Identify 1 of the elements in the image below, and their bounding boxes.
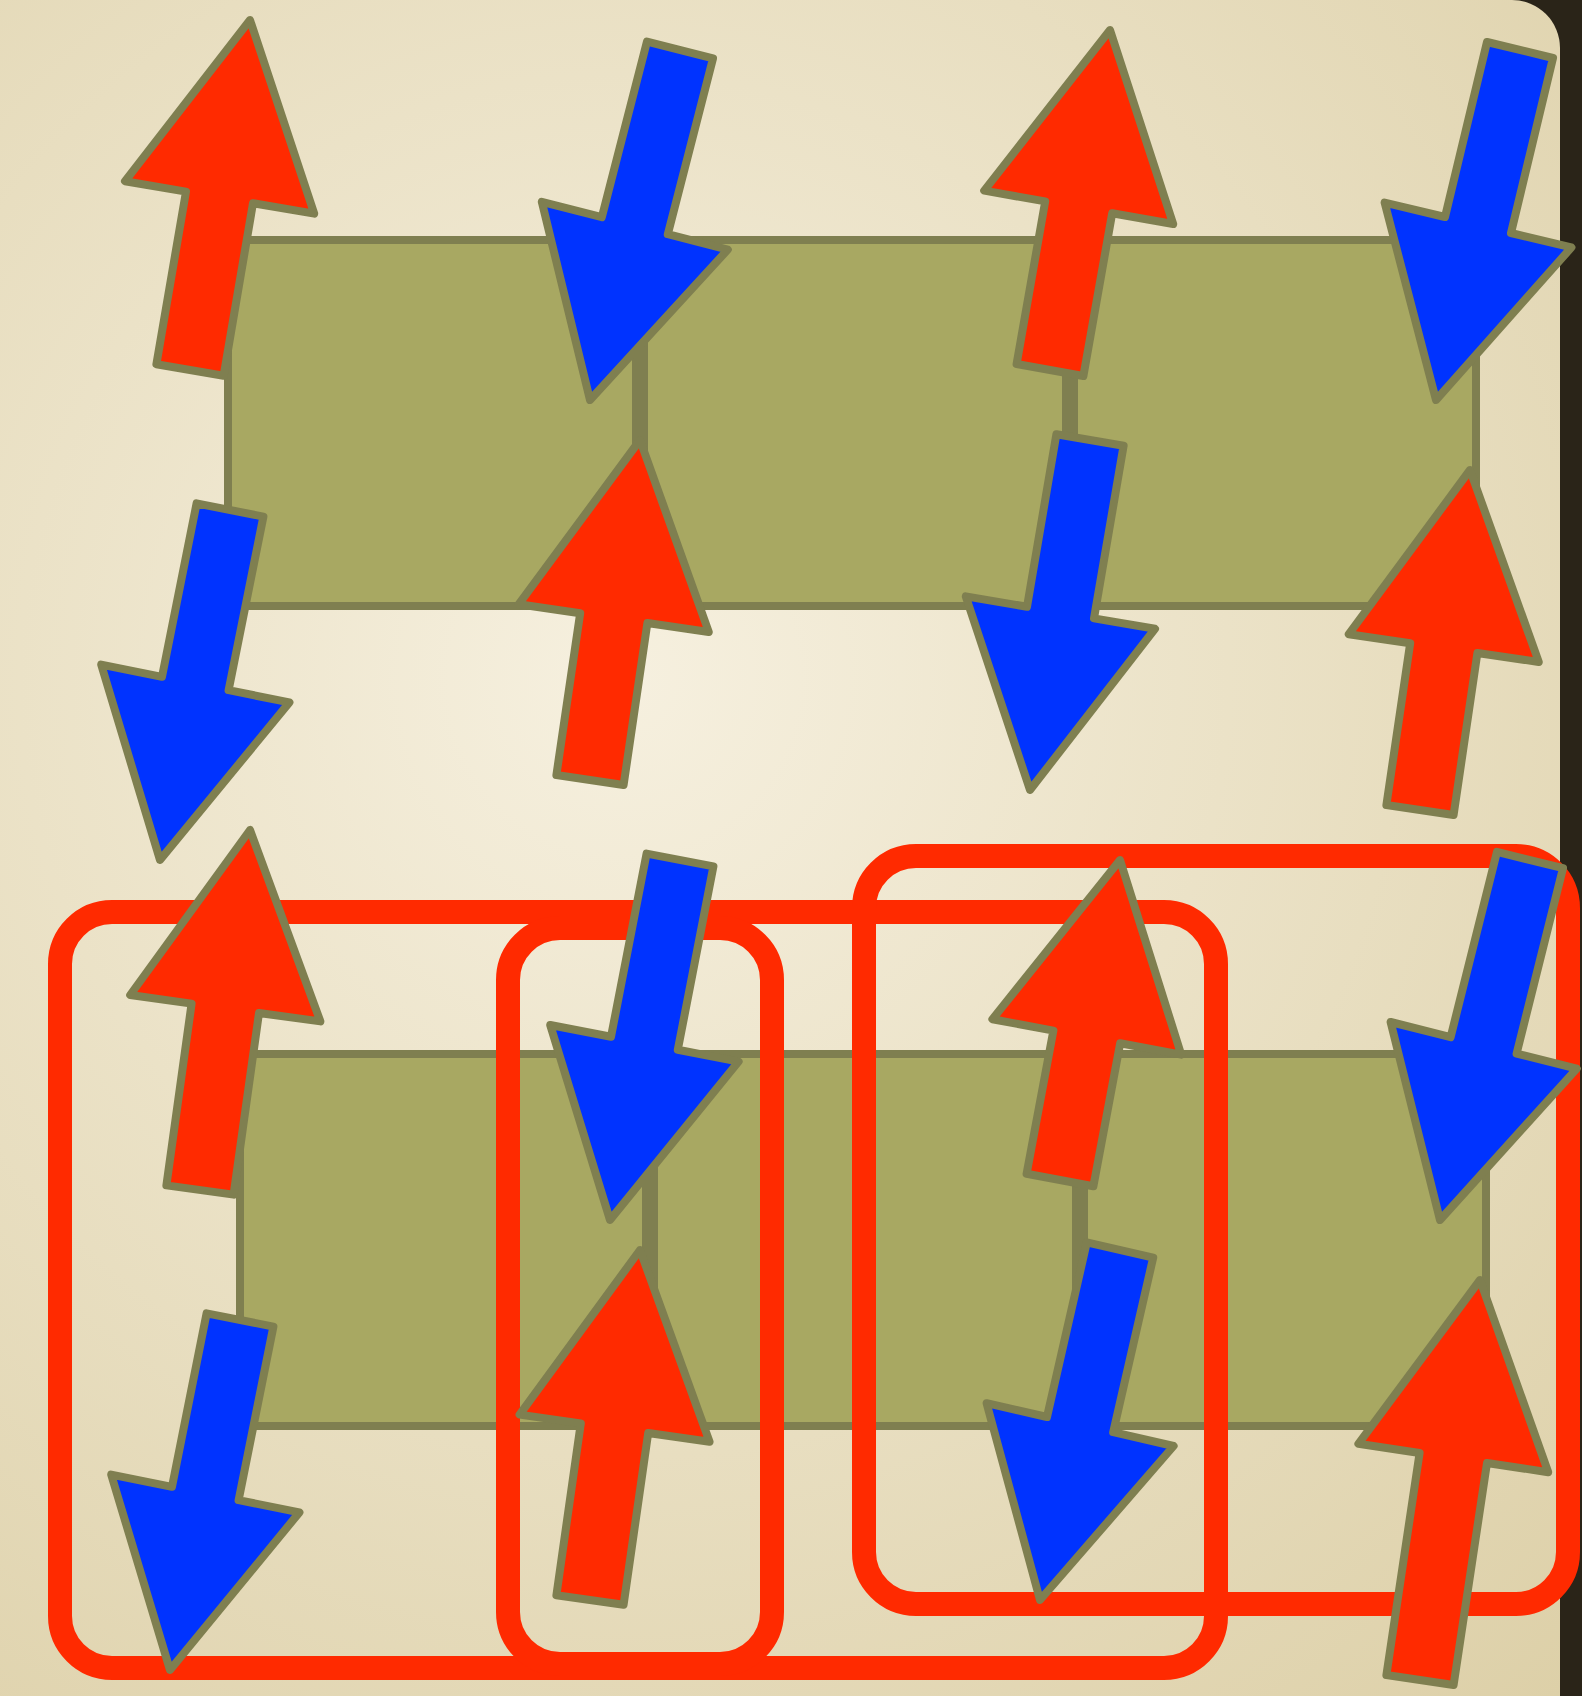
spin-lattice-drawing bbox=[48, 16, 1581, 1689]
